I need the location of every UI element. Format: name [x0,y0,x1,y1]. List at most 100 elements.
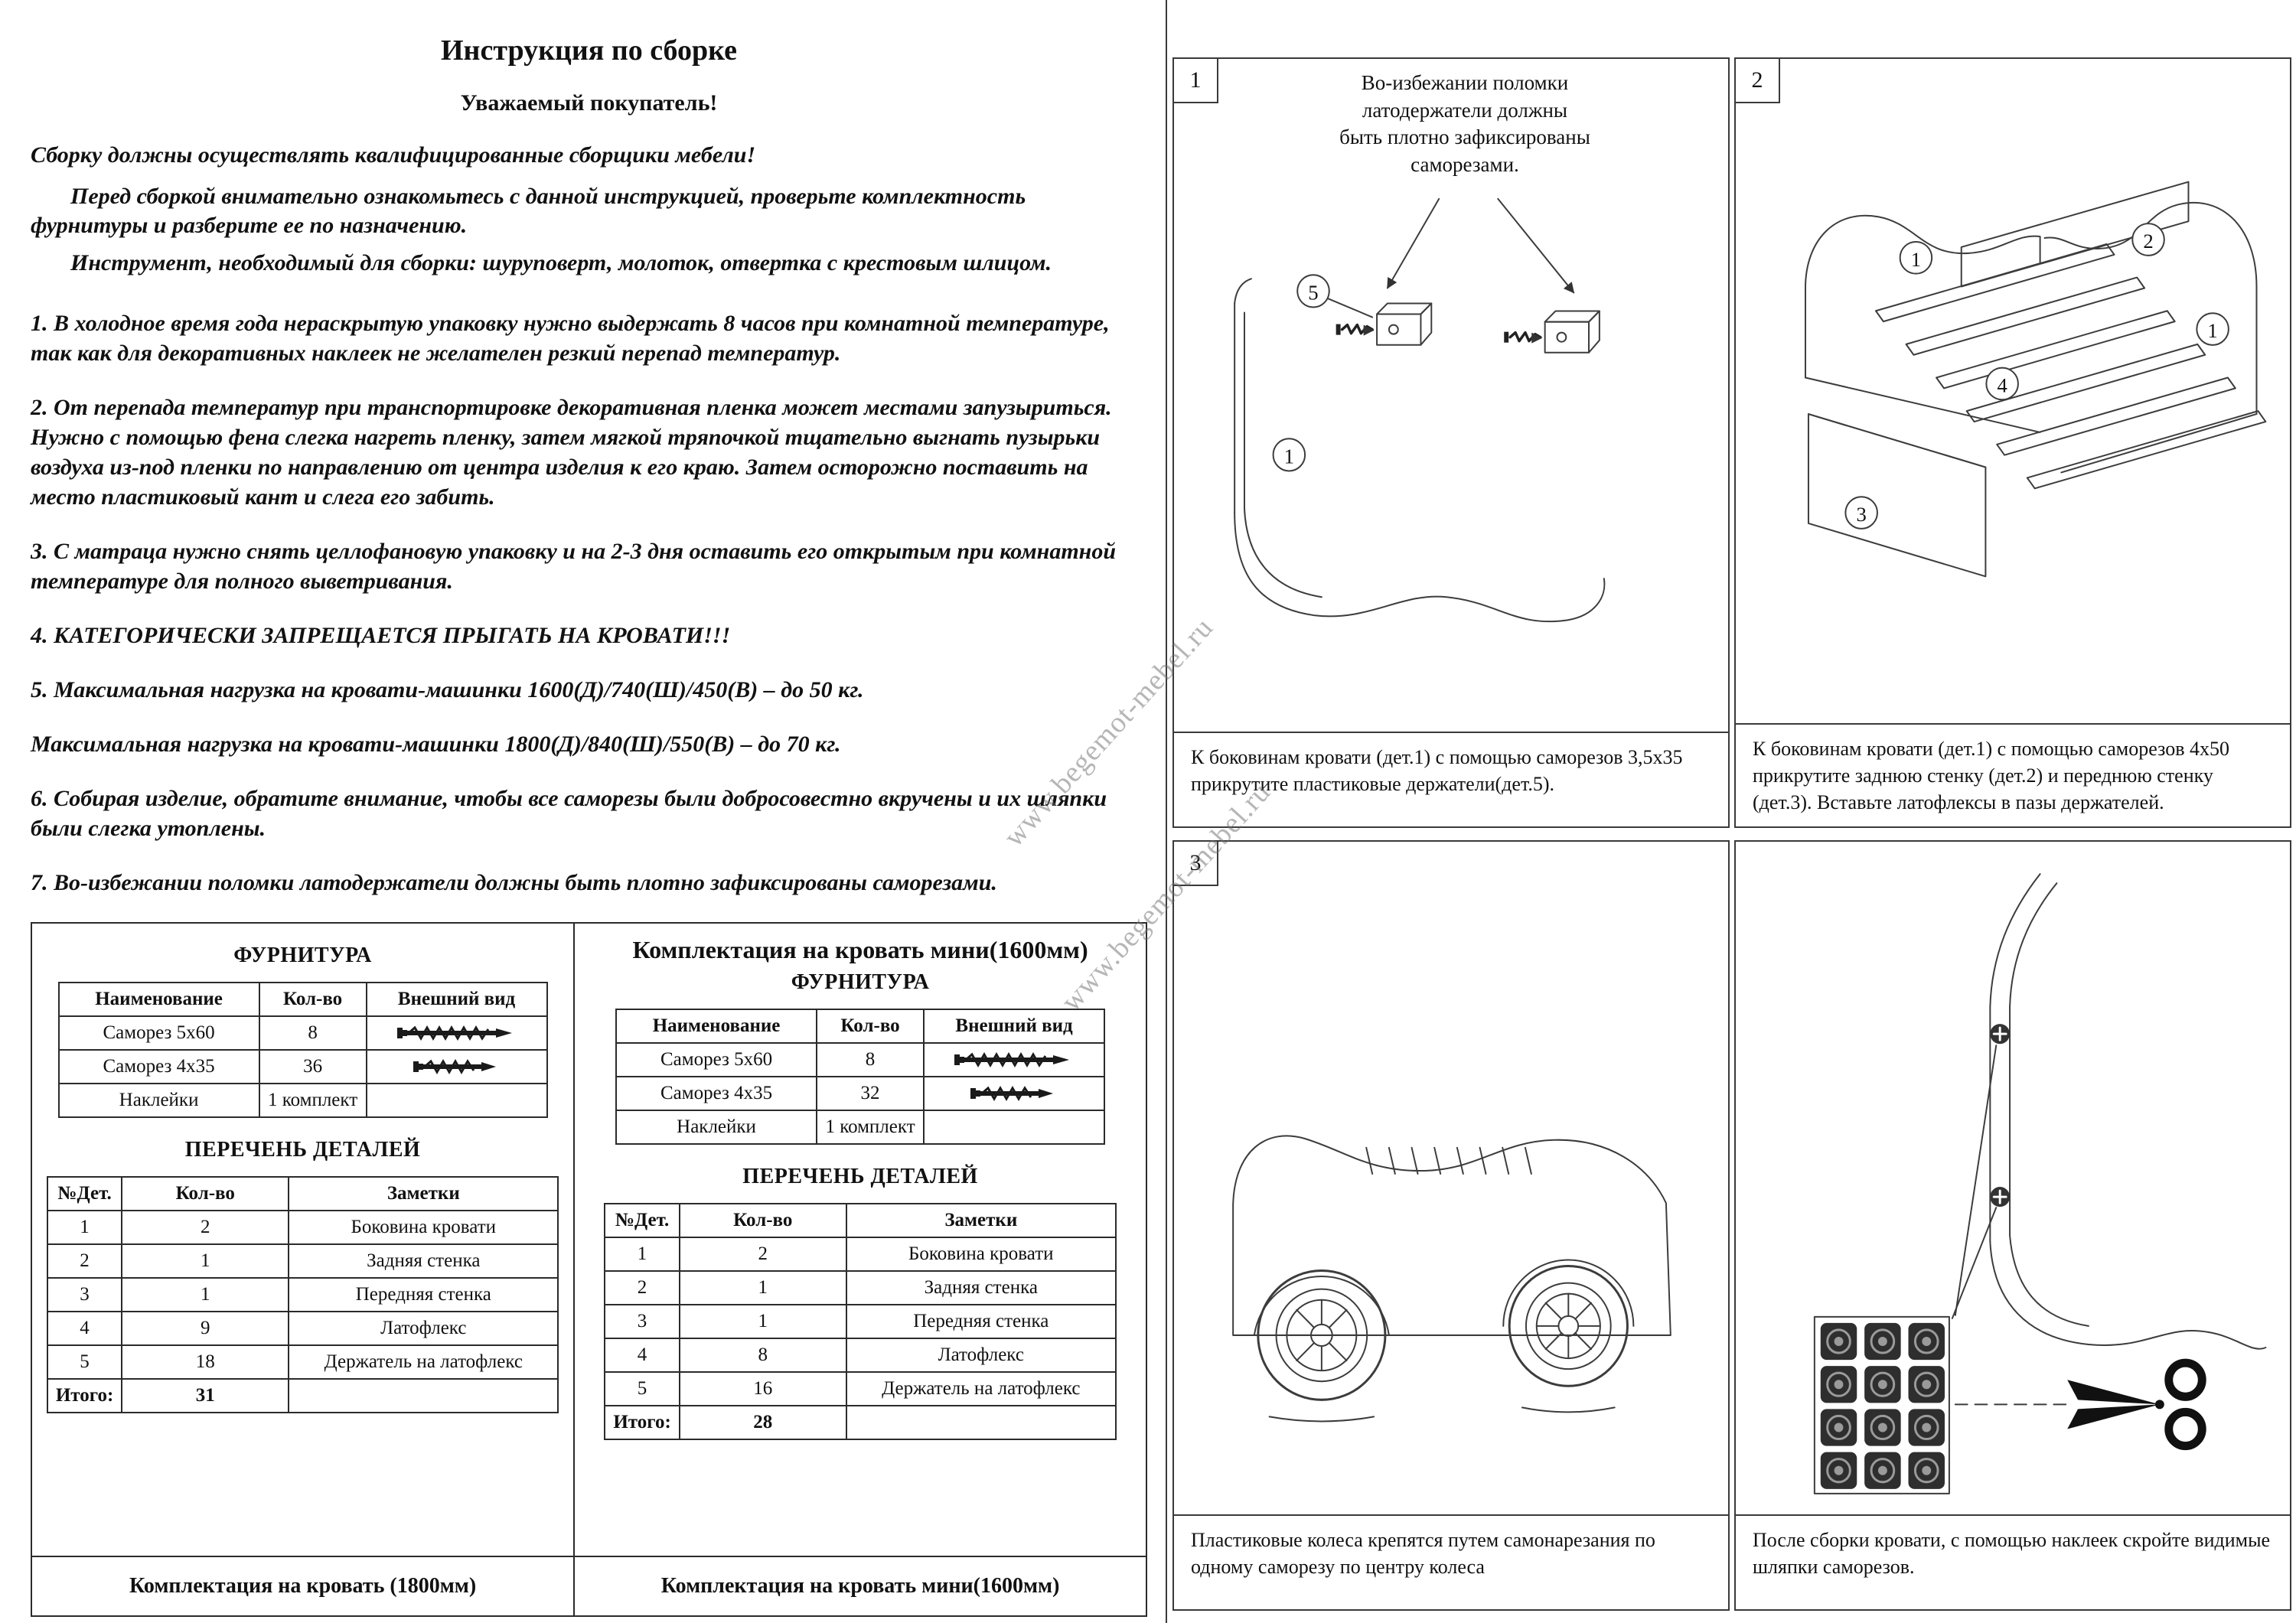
instruction-item-2: 2. От перепада температур при транспорти… [31,395,1112,510]
panel-step-3: 3 [1172,840,1730,1611]
total-qty: 31 [121,1378,290,1414]
scissors-icon [2067,1358,2206,1451]
sticker-sheet [1813,1315,1950,1494]
furniture-table-1800: Наименование Кол-во Внешний вид Саморез … [57,982,548,1119]
diagram-panels: 1 Во-избежании поломки латодержатели дол… [1172,57,2291,1611]
total-label: Итого: [46,1378,123,1414]
screw-long-icon [954,1052,1070,1068]
callout-holder: 5 [1296,274,1330,308]
svg-text:2: 2 [2143,230,2153,253]
svg-text:5: 5 [1308,281,1318,304]
kit-1800-footer: Комплектация на кровать (1800мм) [32,1556,574,1615]
total-row: Итого: 31 [46,1378,559,1414]
kit-1800: ФУРНИТУРА Наименование Кол-во Внешний ви… [32,924,574,1615]
wheel-right [1508,1265,1629,1387]
panel-step-1: 1 Во-избежании поломки латодержатели дол… [1172,57,1730,828]
callout-side: 1 [1272,438,1306,472]
table-row: Саморез 5х60 8 [615,1042,1106,1078]
table-row: Саморез 5х60 8 [57,1015,548,1051]
kit-1600-title: Комплектация на кровать мини(1600мм) [632,936,1088,964]
page-title: Инструкция по сборке [441,34,737,67]
screw-long-icon [396,1025,512,1041]
furniture-heading-1800: ФУРНИТУРА [233,943,372,968]
callout-latoflex: 4 [1985,367,2019,401]
table-row: Наклейки 1 комплект [615,1110,1106,1146]
step-4-caption: После сборки кровати, с помощью наклеек … [1736,1514,2290,1609]
parts-heading-1600: ПЕРЕЧЕНЬ ДЕТАЛЕЙ [742,1165,978,1189]
callout-front: 3 [1844,496,1878,530]
furniture-heading-1600: ФУРНИТУРА [791,970,930,995]
total-qty: 28 [678,1405,847,1441]
total-row: Итого: 28 [604,1405,1117,1441]
panel-step-4: После сборки кровати, с помощью наклеек … [1734,840,2291,1611]
instruction-item-3: 3. С матраца нужно снять целлофановую уп… [31,539,1116,595]
car-bed-diagram [1232,1135,1671,1423]
bed-frame-diagram: 1 2 4 1 [1805,181,2267,578]
step-2-number-badge: 2 [1734,57,1780,103]
step-3-caption: Пластиковые колеса крепятся путем самона… [1174,1514,1728,1609]
step-1-caption: К боковинам кровати (дет.1) с помощью са… [1174,732,1728,826]
tools-paragraph: Инструмент, необходимый для сборки: шуру… [70,249,1052,275]
kit-1600: Комплектация на кровать мини(1600мм) ФУР… [573,924,1146,1616]
step-3-diagram [1174,842,1728,1514]
instruction-items: 1. В холодное время года нераскрытую упа… [31,308,1147,898]
step-2-diagram: 1 2 4 1 [1736,59,2290,723]
svg-text:4: 4 [1997,373,2007,396]
step-1-diagram: Во-избежании поломки латодержатели должн… [1174,59,1728,732]
callout-back: 2 [2131,223,2165,256]
total-label: Итого: [604,1405,680,1441]
step-2-caption: К боковинам кровати (дет.1) с помощью са… [1736,722,2290,826]
step-3-number-badge: 3 [1172,840,1218,886]
stickers-diagram [1813,873,2267,1494]
table-header-row: №Дет. Кол-во Заметки [604,1203,1117,1239]
wheel-left [1257,1269,1387,1401]
svg-text:1: 1 [1284,445,1294,468]
table-row: Саморез 4х35 32 [615,1076,1106,1112]
svg-text:1: 1 [2207,319,2217,342]
instruction-item-5b: Максимальная нагрузка на кровати-машинки… [31,732,841,758]
column-divider [1166,0,1167,1623]
screw-short-icon [413,1059,496,1075]
lead-note: Сборку должны осуществлять квалифицирова… [31,142,756,168]
callout-side-right: 1 [2196,312,2229,346]
lat-holder-left [1336,302,1433,346]
panel-step-2: 2 [1734,57,2291,828]
parts-heading-1800: ПЕРЕЧЕНЬ ДЕТАЛЕЙ [184,1138,421,1162]
step-4-diagram [1736,842,2290,1514]
intro-paragraph: Перед сборкой внимательно ознакомьтесь с… [31,184,1026,239]
kits-box: ФУРНИТУРА Наименование Кол-во Внешний ви… [31,922,1147,1618]
instruction-item-4: 4. КАТЕГОРИЧЕСКИ ЗАПРЕЩАЕТСЯ ПРЫГАТЬ НА … [31,623,731,649]
lat-holder-right [1504,310,1600,354]
table-header-row: Наименование Кол-во Внешний вид [57,982,548,1018]
table-header-row: Наименование Кол-во Внешний вид [615,1009,1106,1045]
step-1-number-badge: 1 [1172,57,1218,103]
callout-side-left: 1 [1899,241,1933,275]
instruction-item-6: 6. Собирая изделие, обратите внимание, ч… [31,786,1107,842]
screw-short-icon [970,1086,1054,1102]
svg-text:3: 3 [1857,503,1867,526]
instruction-item-5: 5. Максимальная нагрузка на кровати-маши… [31,677,864,703]
table-row: Саморез 4х35 36 [57,1049,548,1085]
table-header-row: №Дет. Кол-во Заметки [46,1176,559,1212]
table-row: Наклейки 1 комплект [57,1083,548,1119]
screw-head [1990,1187,2011,1207]
lat-holder-diagram: 5 1 [1234,197,1606,623]
instruction-item-7: 7. Во-избежании поломки латодержатели до… [31,870,997,896]
kit-1600-footer: Комплектация на кровать мини(1600мм) [575,1556,1146,1615]
greeting: Уважаемый покупатель! [460,90,718,116]
instruction-item-1: 1. В холодное время года нераскрытую упа… [31,311,1110,367]
svg-text:1: 1 [1911,248,1921,271]
screw-head [1990,1024,2011,1045]
instructions-section: Инструкция по сборке Уважаемый покупател… [31,34,1147,1618]
